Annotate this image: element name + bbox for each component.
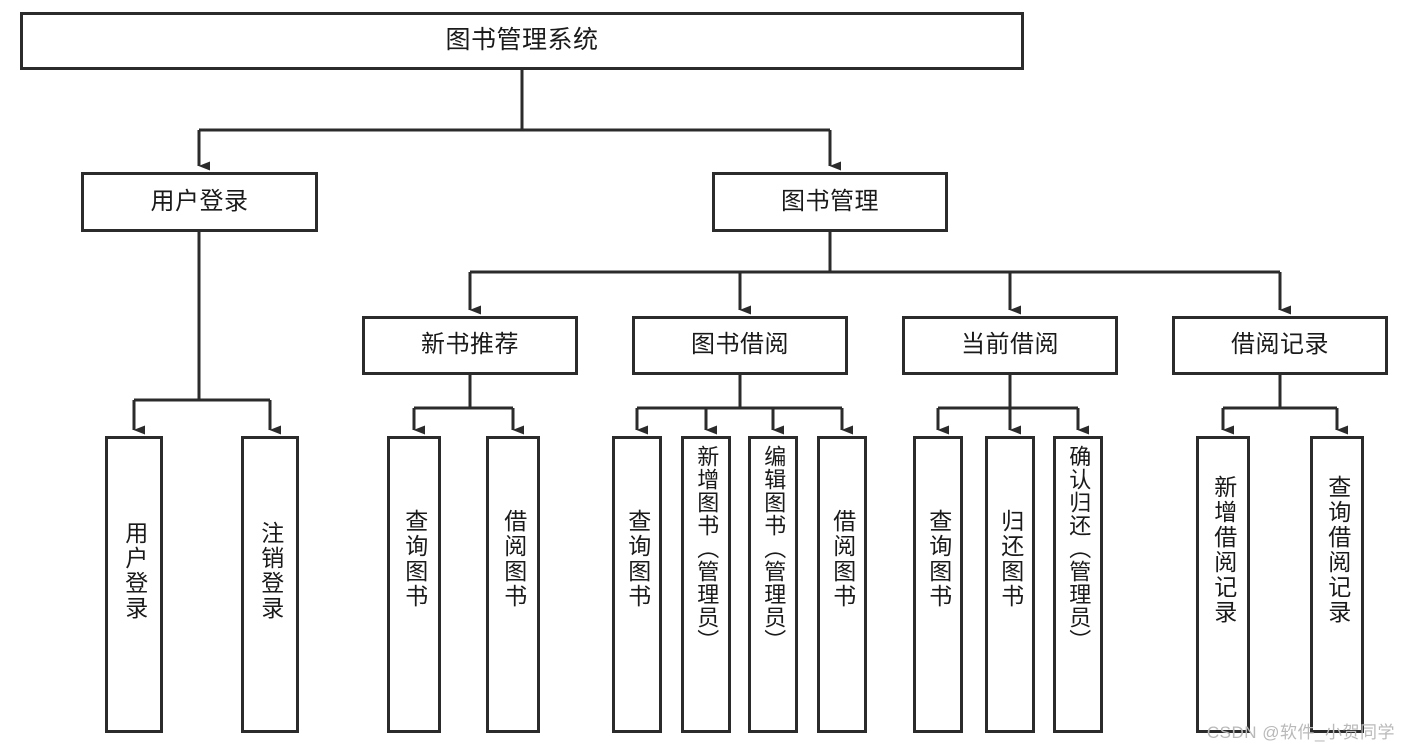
node-new-book-rec-label: 新书推荐 <box>421 331 519 359</box>
leaf-query-book-borrow-label: 查询图书 <box>624 509 651 609</box>
leaf-query-record[interactable]: 查询借阅记录 <box>1310 436 1364 733</box>
leaf-query-book-current-label: 查询图书 <box>925 509 952 609</box>
leaf-add-record-label: 新增借阅记录 <box>1210 475 1237 625</box>
leaf-borrow-book-borrow-label: 借阅图书 <box>829 509 856 609</box>
node-borrow-record-label: 借阅记录 <box>1231 331 1329 359</box>
leaf-logout[interactable]: 注销登录 <box>241 436 299 733</box>
node-current-borrow[interactable]: 当前借阅 <box>902 316 1118 375</box>
leaf-add-book[interactable]: 新增图书（管理员） <box>681 436 731 733</box>
node-root-label: 图书管理系统 <box>445 26 599 55</box>
leaf-query-book-current[interactable]: 查询图书 <box>913 436 963 733</box>
node-user-login-label: 用户登录 <box>150 187 249 215</box>
node-book-manage[interactable]: 图书管理 <box>712 172 948 232</box>
leaf-query-book-rec[interactable]: 查询图书 <box>387 436 441 733</box>
node-book-borrow-label: 图书借阅 <box>691 331 789 359</box>
leaf-add-record[interactable]: 新增借阅记录 <box>1196 436 1250 733</box>
leaf-logout-label: 注销登录 <box>257 521 284 621</box>
node-current-borrow-label: 当前借阅 <box>961 331 1059 359</box>
watermark-text: CSDN @软件_小贺同学 <box>1206 723 1395 742</box>
leaf-query-book-rec-label: 查询图书 <box>401 509 428 609</box>
leaf-borrow-book-rec-label: 借阅图书 <box>500 509 527 609</box>
node-user-login[interactable]: 用户登录 <box>81 172 318 232</box>
node-book-manage-label: 图书管理 <box>781 187 879 215</box>
leaf-query-record-label: 查询借阅记录 <box>1324 475 1351 625</box>
leaf-user-login[interactable]: 用户登录 <box>105 436 163 733</box>
leaf-borrow-book-rec[interactable]: 借阅图书 <box>486 436 540 733</box>
node-new-book-rec[interactable]: 新书推荐 <box>362 316 578 375</box>
leaf-confirm-return-label: 确认归还（管理员） <box>1066 445 1092 652</box>
node-root[interactable]: 图书管理系统 <box>20 12 1024 70</box>
leaf-user-login-label: 用户登录 <box>121 521 148 621</box>
node-book-borrow[interactable]: 图书借阅 <box>632 316 848 375</box>
leaf-query-book-borrow[interactable]: 查询图书 <box>612 436 662 733</box>
leaf-confirm-return[interactable]: 确认归还（管理员） <box>1053 436 1103 733</box>
leaf-return-book[interactable]: 归还图书 <box>985 436 1035 733</box>
leaf-edit-book[interactable]: 编辑图书（管理员） <box>748 436 798 733</box>
leaf-borrow-book-borrow[interactable]: 借阅图书 <box>817 436 867 733</box>
leaf-add-book-label: 新增图书（管理员） <box>694 445 720 652</box>
leaf-return-book-label: 归还图书 <box>997 509 1024 609</box>
leaf-edit-book-label: 编辑图书（管理员） <box>761 445 787 652</box>
node-borrow-record[interactable]: 借阅记录 <box>1172 316 1388 375</box>
